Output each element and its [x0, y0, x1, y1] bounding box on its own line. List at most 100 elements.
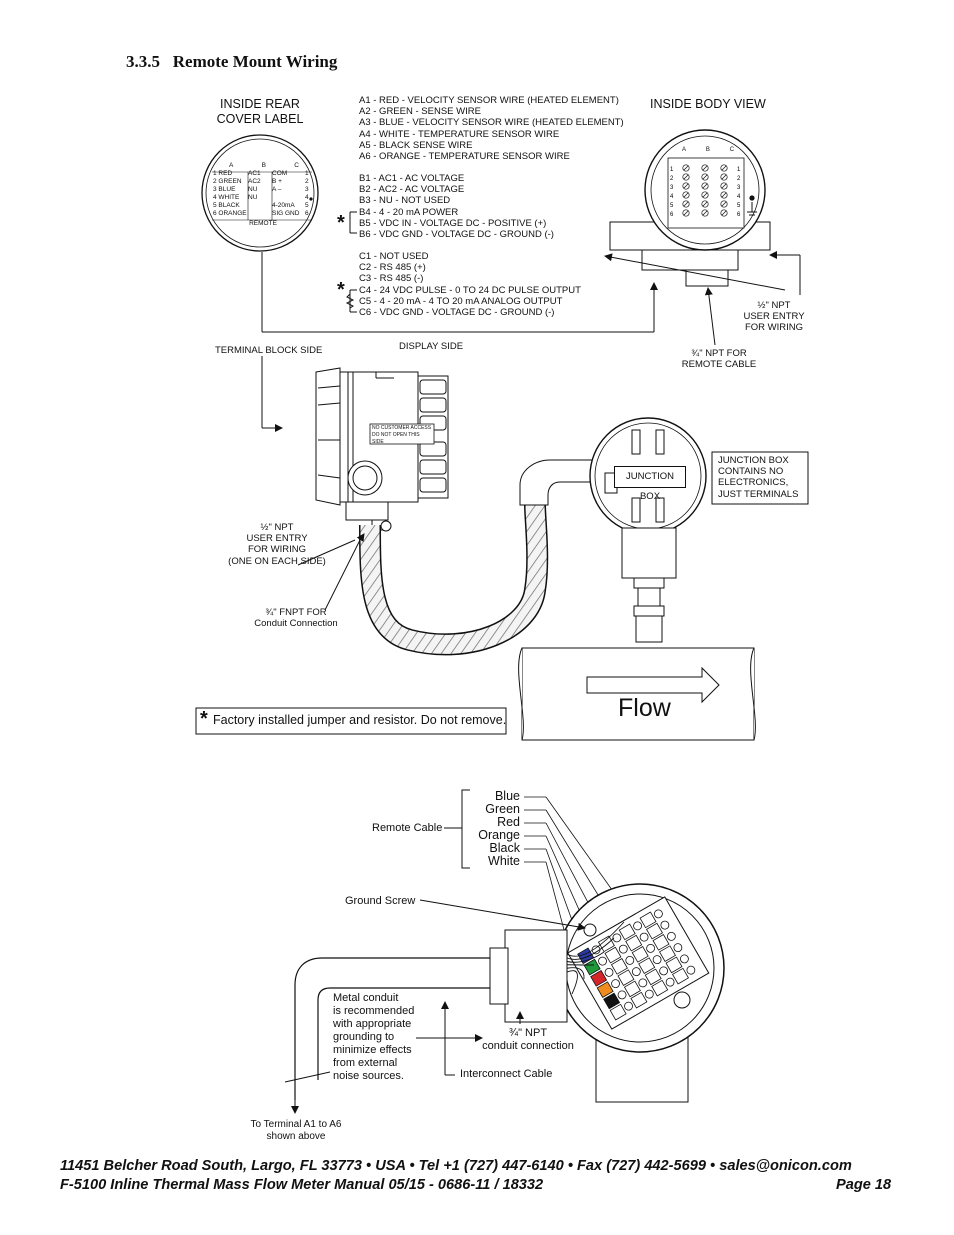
terminal-slot — [630, 991, 648, 1009]
metal-conduit-note: Metal conduit is recommended with approp… — [333, 992, 415, 1082]
rear-label-cell: NU — [248, 186, 258, 193]
flow-pipe — [518, 647, 756, 741]
npt-3q-remote-label: ¾" NPT FOR REMOTE CABLE — [681, 348, 757, 371]
detail-terminal-screw — [653, 909, 663, 919]
npt-3q-conduit-label: ¾" NPT conduit connection — [482, 1027, 574, 1052]
rear-label-cell: 4-20mA — [272, 202, 295, 209]
conduit-elbow — [519, 459, 596, 506]
body-row-label-right: 3 — [737, 185, 741, 191]
terminal-slot — [618, 923, 636, 941]
rear-label-cell: 3 BLUE — [213, 186, 236, 193]
junction-note-box — [711, 451, 809, 505]
detail-terminal-screw — [612, 933, 622, 943]
wire-fan-lines — [566, 921, 625, 995]
rear-label-cell: NU — [248, 194, 258, 201]
footer-address: 11451 Belcher Road South, Largo, FL 3377… — [60, 1158, 852, 1174]
remote-cable-bracket — [461, 789, 470, 869]
detail-terminal-screw — [679, 954, 689, 964]
wire-terminal-orange — [596, 981, 614, 998]
footer-manual: F-5100 Inline Thermal Mass Flow Meter Ma… — [60, 1177, 544, 1193]
section-title-text: Remote Mount Wiring — [172, 52, 338, 71]
rear-label-cell: 6 — [305, 210, 309, 217]
terminal-slot — [646, 922, 663, 940]
interconnect-cable-label: Interconnect Cable — [460, 1068, 553, 1080]
terminal-slot — [665, 956, 683, 974]
rear-label-cell — [248, 210, 272, 218]
body-row-label-right: 1 — [737, 167, 741, 173]
body-row-label-left: 6 — [670, 212, 674, 218]
detail-terminal-screw — [666, 931, 676, 941]
detail-terminal-screw — [644, 989, 654, 999]
rear-label-cell: 5 — [305, 202, 309, 209]
detail-terminal-screw — [624, 1001, 633, 1011]
wire-terminal-green — [583, 958, 601, 976]
body-row-label-right: 6 — [737, 212, 741, 218]
b-jumper-bracket — [349, 211, 357, 234]
body-row-label-right: 2 — [737, 176, 741, 182]
rear-label-cell: AC2 — [248, 178, 261, 185]
terminal-slot — [604, 946, 622, 964]
jumper-star-b: * — [337, 212, 345, 234]
detail-terminal-screw — [631, 967, 641, 977]
terminal-slot — [617, 969, 635, 986]
detail-terminal-screw — [633, 921, 643, 931]
factory-note-text: Factory installed jumper and resistor. D… — [213, 713, 507, 727]
no-access-label: NO CUSTOMER ACCESS DO NOT OPEN THIS SIDE — [372, 425, 432, 445]
junction-box-label: JUNCTION BOX — [614, 466, 686, 502]
detail-terminal-screw — [625, 955, 635, 965]
body-view-headers: A B C — [681, 147, 735, 153]
rear-label-row: 3 BLUE NU A – 3 — [213, 186, 313, 194]
rear-label-cell: AC1 — [248, 170, 261, 177]
rear-label-cell: 1 — [305, 170, 309, 177]
rear-label-cell: 5 BLACK — [213, 202, 240, 209]
rear-label-cell: SIG GND — [272, 210, 300, 217]
detail-terminal-screw — [646, 943, 656, 953]
rear-label-cell: 2 GREEN — [213, 178, 242, 185]
interconnect-conduit-inner — [317, 987, 490, 1080]
ground-screw — [583, 923, 597, 937]
terminal-slot — [644, 968, 662, 986]
npt-half-body-label: ½" NPT USER ENTRY FOR WIRING — [743, 300, 805, 334]
wire-terminal-red — [590, 970, 608, 987]
terminal-slot — [651, 979, 669, 997]
factory-note-box — [195, 707, 507, 735]
rear-label-cell: A – — [272, 186, 282, 193]
resistor-symbol — [345, 293, 355, 309]
body-row-label-left: 1 — [670, 167, 674, 173]
terminal-slot — [638, 957, 656, 974]
wire-definitions-a: A1 - RED - VELOCITY SENSOR WIRE (HEATED … — [359, 95, 624, 163]
remote-cable-label: Remote Cable — [372, 822, 443, 834]
npt-half-sides-label: ½" NPT USER ENTRY FOR WIRING (ONE ON EAC… — [228, 522, 326, 567]
flow-arrow — [586, 666, 720, 704]
interconnect-conduit-outer — [294, 957, 490, 1100]
terminal-slot — [631, 946, 649, 963]
flow-label: Flow — [618, 694, 671, 722]
rear-label-cell: B + — [272, 178, 282, 185]
section-title: 3.3.5 Remote Mount Wiring — [126, 52, 337, 72]
detail-terminal-screw — [591, 945, 601, 955]
rear-label-cell: 2 — [305, 178, 309, 185]
rear-label-row: 5 BLACK 4-20mA 5 — [213, 202, 313, 210]
terminal-slot — [625, 934, 643, 952]
rear-cover-label — [201, 134, 319, 252]
detail-terminal-screw — [673, 943, 683, 953]
body-row-label-left: 3 — [670, 185, 674, 191]
wire-terminal-white — [609, 1003, 627, 1021]
terminal-slot — [659, 945, 676, 962]
detail-terminal-screw — [611, 979, 620, 989]
ground-screw-label: Ground Screw — [345, 895, 416, 907]
rear-label-cell — [248, 202, 272, 210]
detail-terminal-screw — [665, 977, 675, 987]
rear-label-cell: 1 RED — [213, 170, 233, 177]
to-terminal-label: To Terminal A1 to A6 shown above — [250, 1119, 342, 1142]
detail-terminal-screw — [659, 966, 669, 976]
detail-terminal-screw — [604, 967, 614, 977]
inside-body-view-housing — [609, 129, 771, 287]
wire-definitions-c: C1 - NOT USED C2 - RS 485 (+) C3 - RS 48… — [359, 251, 581, 319]
body-row-label-right: 5 — [737, 203, 741, 209]
rear-label-cell: 3 — [305, 186, 309, 193]
terminal-slot — [672, 967, 689, 985]
